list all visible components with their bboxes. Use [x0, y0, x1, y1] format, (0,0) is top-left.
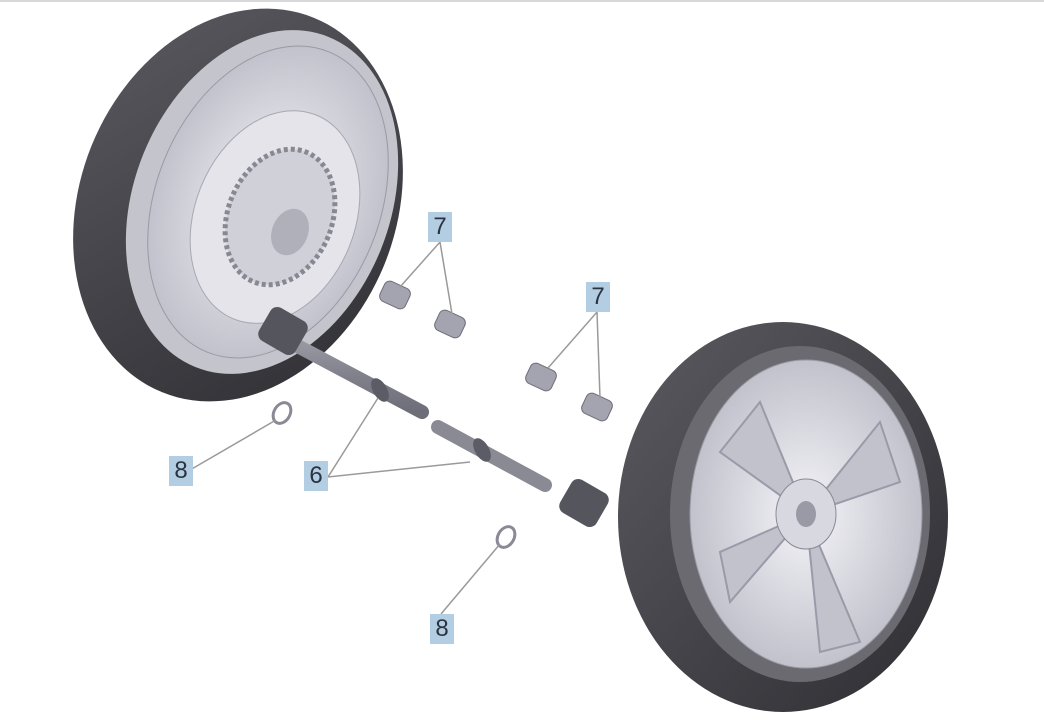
left-pinion-gear	[258, 306, 308, 356]
callout-8-washer-right: 8	[430, 614, 454, 644]
washers	[271, 401, 517, 549]
callout-7-bushings-right: 7	[586, 282, 610, 312]
right-wheel	[618, 322, 948, 712]
callout-8-washer-left: 8	[169, 456, 193, 486]
leader-lines	[189, 240, 601, 615]
callout-6-shafts: 6	[304, 461, 328, 491]
bushings	[379, 280, 613, 422]
right-pinion-gear	[559, 478, 609, 528]
left-wheel	[73, 8, 403, 402]
callout-7-bushings-left: 7	[428, 212, 452, 242]
axle-shafts	[258, 306, 609, 528]
